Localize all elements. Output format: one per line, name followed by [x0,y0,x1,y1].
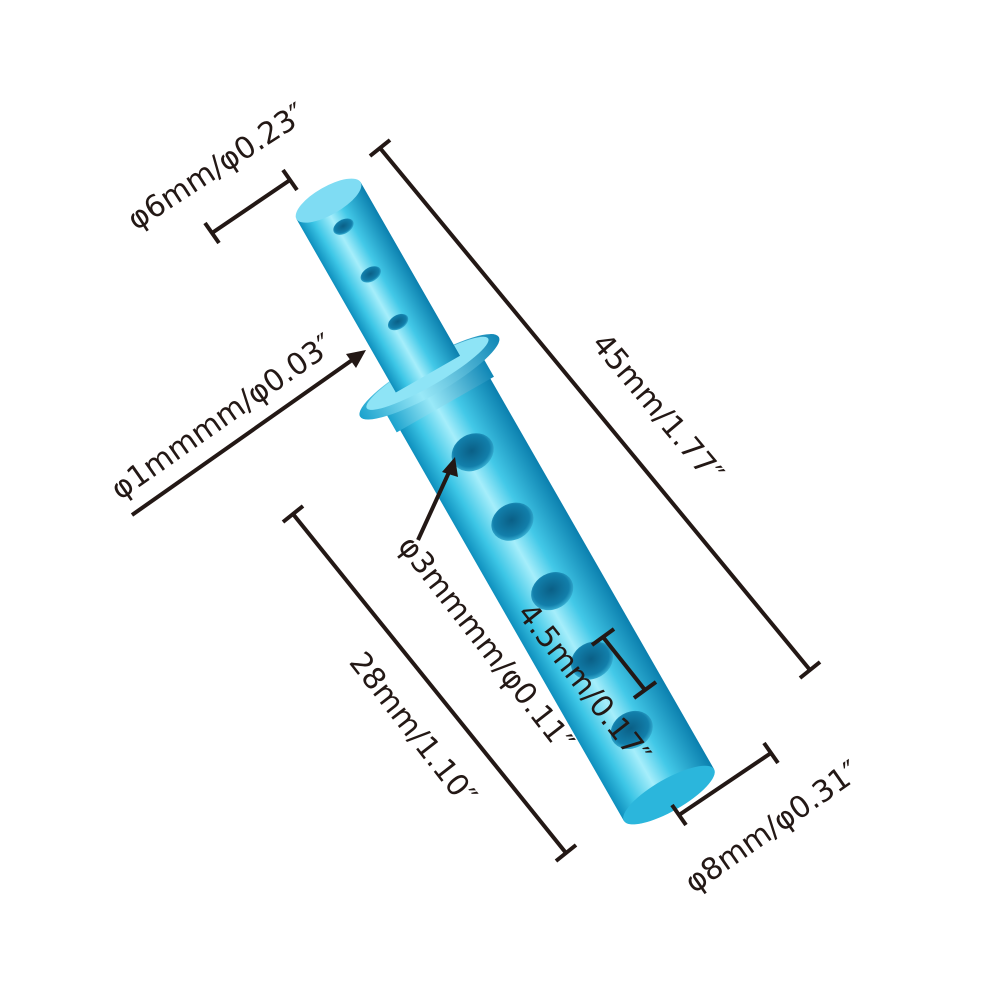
body-post [295,178,715,825]
bottom-end-face [623,765,715,825]
small-hole [333,218,354,235]
label-small-hole: φ1mmmm/φ0.03″ [105,327,341,507]
top-end-cap [295,178,362,223]
dim-bottom-diameter [670,741,780,827]
flange-neck [385,357,494,433]
label-top-diameter: φ6mm/φ0.23″ [121,96,312,237]
dim-hole-pitch [590,627,658,700]
small-hole [360,266,381,283]
dim-top-diameter [203,168,299,245]
dim-lower-length [281,504,578,863]
large-hole [491,502,534,541]
small-hole [387,313,409,331]
large-hole [531,572,574,611]
large-hole [610,710,653,750]
dim-large-hole-leader [416,457,458,541]
large-hole [570,641,614,680]
label-lower-length: 28mm/1.10″ [342,646,483,813]
dim-overall-length [368,138,822,680]
label-overall-length: 45mm/1.77″ [584,327,730,491]
dim-small-hole-leader [130,350,366,517]
large-hole [451,433,494,472]
upper-shaft [296,182,461,393]
